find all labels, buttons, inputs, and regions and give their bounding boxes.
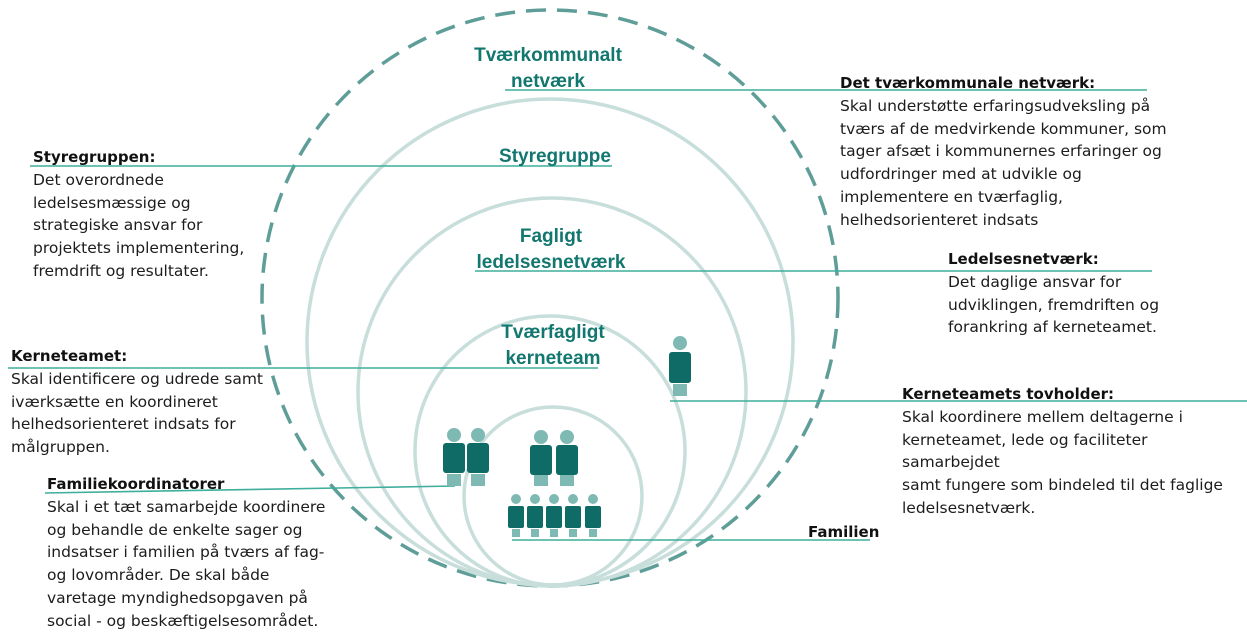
annotation-tovholder: Kerneteamets tovholder: Skal koordinere … (902, 383, 1247, 520)
family-member-icon (546, 494, 562, 537)
annotation-title: Kerneteamet: (11, 347, 128, 365)
circle-label-steering: Styregruppe (499, 146, 611, 167)
annotation-familiekoordinatorer: Familiekoordinatorer Skal i et tæt samar… (47, 473, 325, 633)
family-member-icon (565, 494, 581, 537)
annotation-text: Skal identificere og udrede samt iværksæ… (11, 369, 264, 457)
annotation-styregruppen: Styregruppen: Det overordnede ledelsesmæ… (33, 146, 244, 283)
annotation-title: Styregruppen: (33, 148, 156, 166)
annotation-text: Det daglige ansvar for udviklingen, frem… (948, 272, 1160, 337)
circle-label-management: Fagligt ledelsesnetværk (476, 226, 626, 273)
annotation-text: Skal i et tæt samarbejde koordinere og b… (47, 497, 326, 630)
circle-label-network: Tværkommunalt netværk (474, 45, 622, 92)
annotation-text: Skal koordinere mellem deltagerne i kern… (902, 407, 1223, 517)
family-member-icon (527, 494, 543, 537)
annotation-text: Det overordnede ledelsesmæssige og strat… (33, 170, 245, 280)
family-member-icon (508, 494, 524, 537)
annotation-ledelsesnetvaerk: Ledelsesnetværk: Det daglige ansvar for … (948, 248, 1159, 339)
circle-family (462, 405, 644, 587)
annotation-title: Kerneteamets tovholder: (902, 385, 1115, 403)
annotation-text: Skal understøtte erfaringsudveksling på … (840, 96, 1167, 229)
person-icon (556, 430, 578, 486)
annotation-title: Familien (808, 523, 880, 541)
family-member-icon (585, 494, 601, 537)
annotation-title: Ledelsesnetværk: (948, 250, 1099, 268)
leader-line-familiekoordinatorer (44, 485, 456, 494)
annotation-familien: Familien (808, 521, 879, 544)
person-icon (669, 336, 691, 396)
person-icon (530, 430, 552, 486)
person-icon (467, 428, 489, 486)
annotation-kerneteamet: Kerneteamet: Skal identificere og udrede… (11, 345, 263, 459)
annotation-title: Det tværkommunale netværk: (840, 74, 1096, 92)
circle-label-core: Tværfagligt kerneteam (501, 322, 605, 369)
person-icon (443, 428, 465, 486)
annotation-tvaerkommunale: Det tværkommunale netværk: Skal understø… (840, 72, 1167, 232)
annotation-title: Familiekoordinatorer (47, 475, 225, 493)
